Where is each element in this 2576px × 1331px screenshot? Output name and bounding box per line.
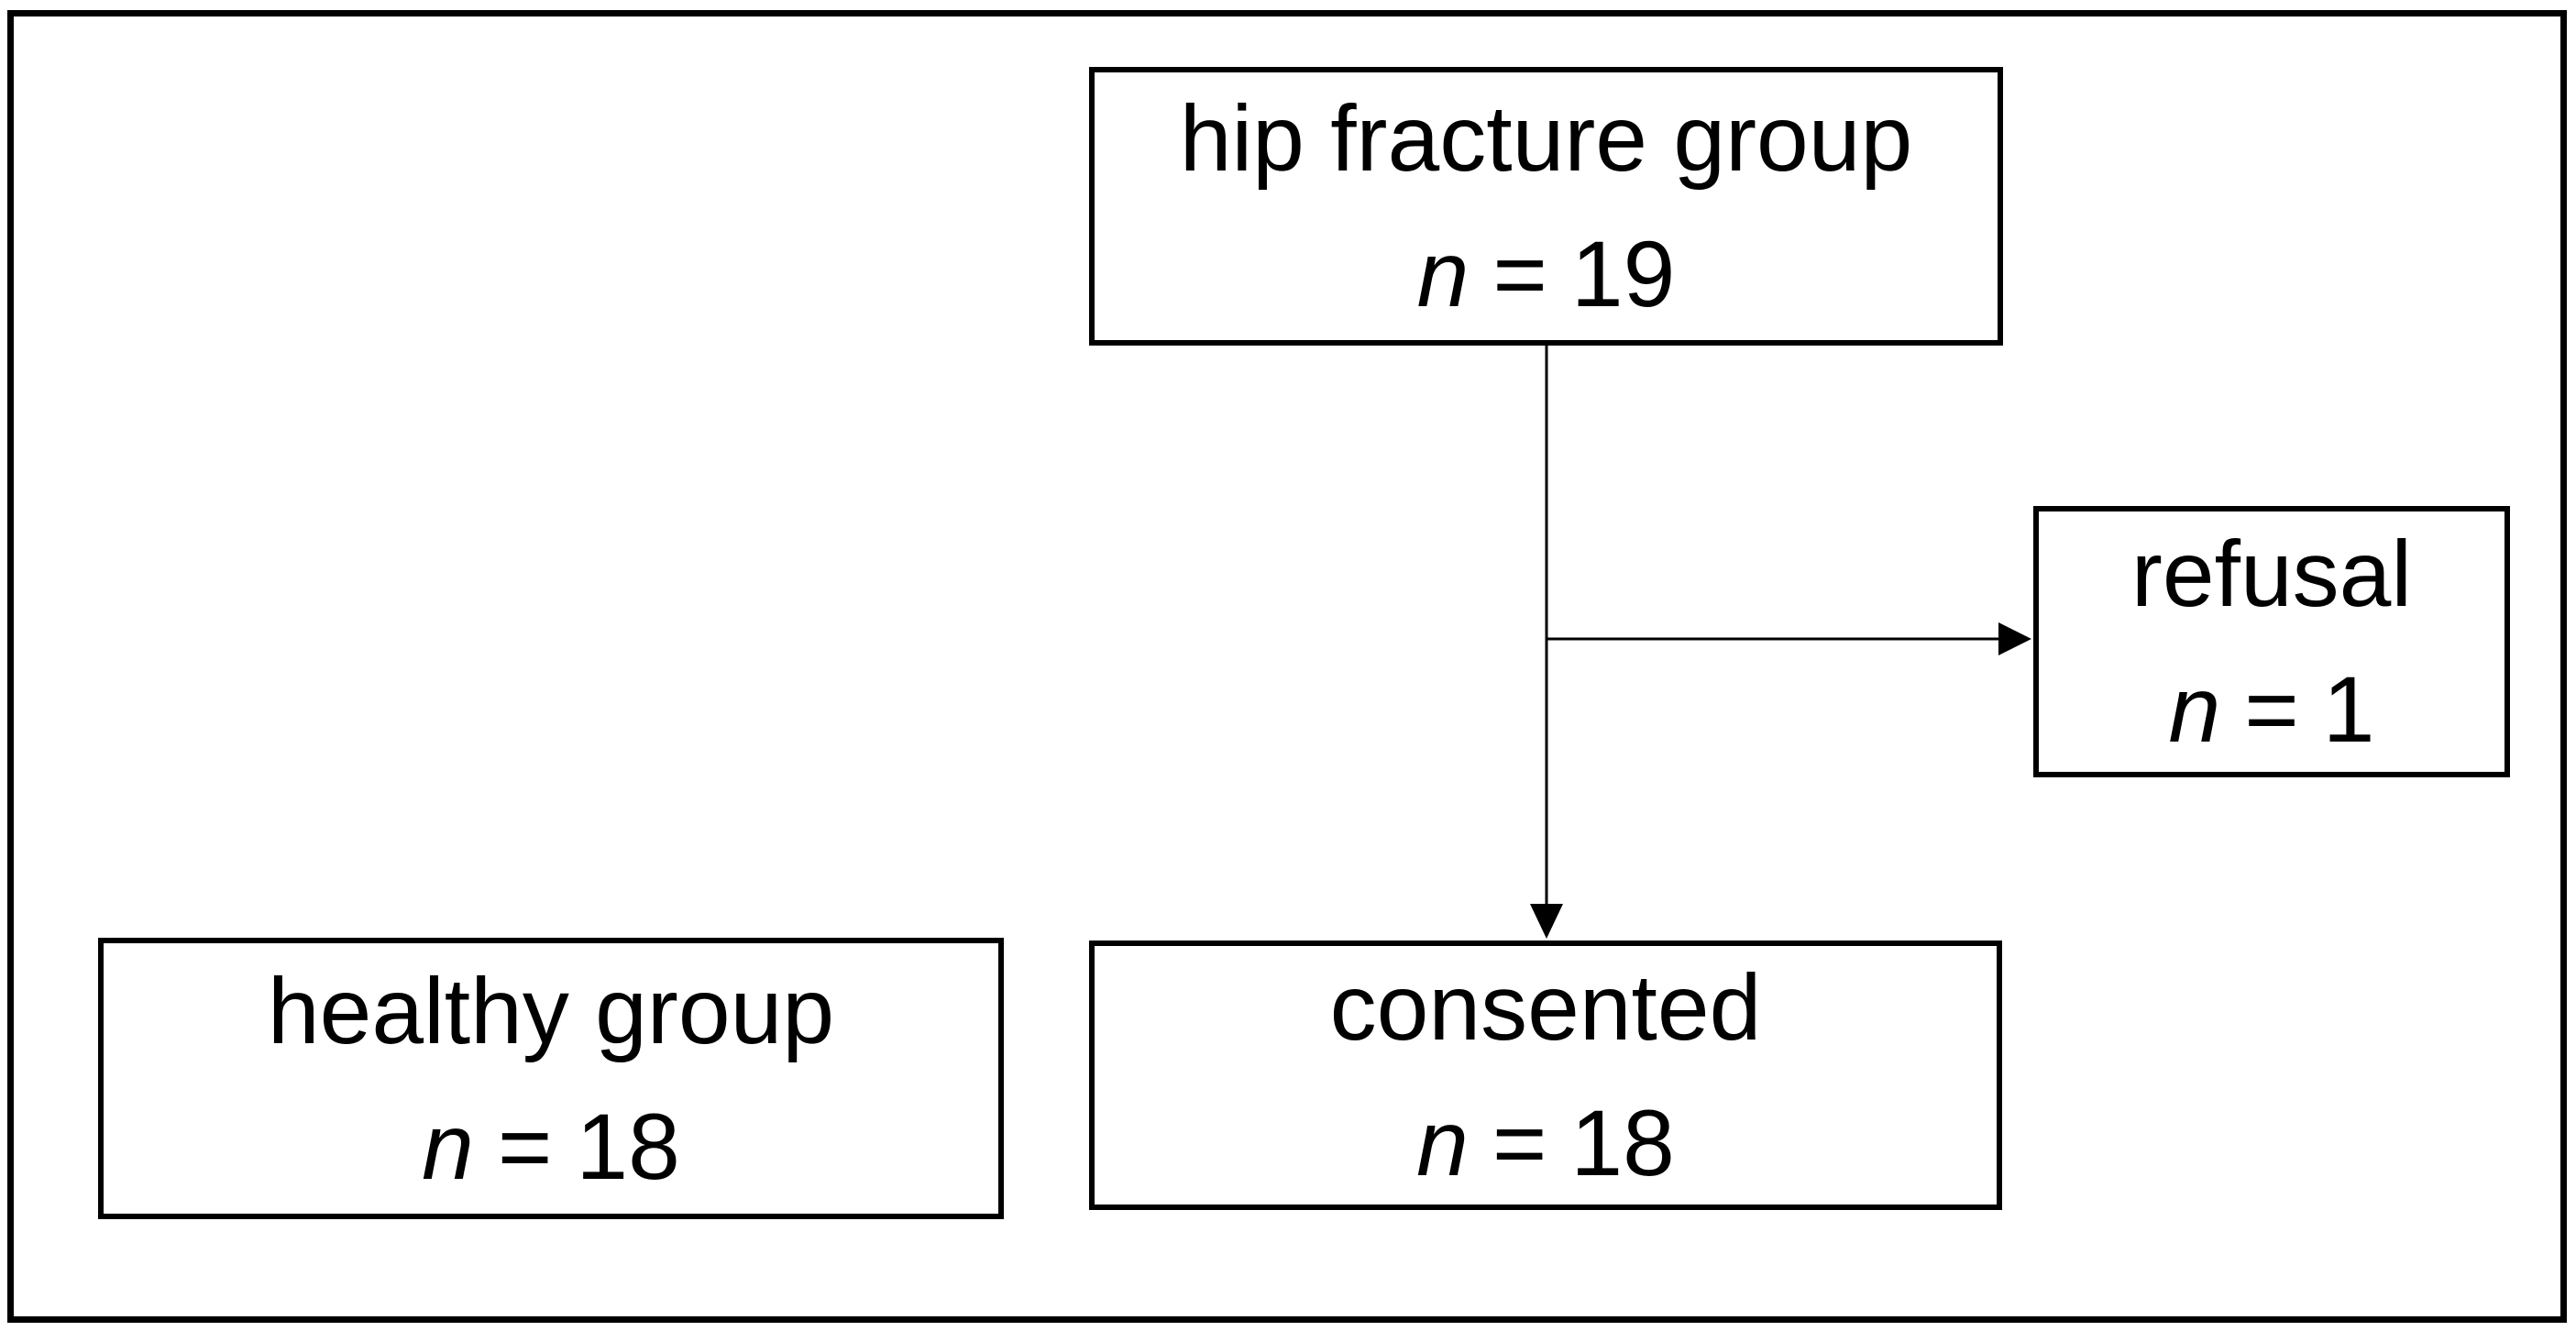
node-consented: consented n = 18 [1089, 940, 2002, 1210]
n-value: 18 [1570, 1091, 1675, 1195]
equals-sign: = [2244, 657, 2299, 762]
node-hip-fracture-group: hip fracture group n = 19 [1089, 67, 2003, 346]
node-count-line: n = 18 [422, 1079, 680, 1215]
n-variable: n [422, 1094, 474, 1199]
node-label: refusal [2130, 522, 2413, 626]
node-count-line: n = 18 [1416, 1075, 1675, 1211]
equals-sign: = [1492, 222, 1547, 326]
n-value: 1 [2322, 657, 2375, 762]
equals-sign: = [1492, 1091, 1547, 1195]
node-healthy-group: healthy group n = 18 [98, 938, 1004, 1219]
equals-sign: = [497, 1094, 553, 1199]
diagram-outer-frame [7, 10, 2567, 1323]
n-variable: n [1416, 1091, 1469, 1195]
node-label: hip fracture group [1179, 86, 1913, 191]
node-count-line: n = 1 [2168, 642, 2374, 777]
node-count-line: n = 19 [1417, 206, 1676, 342]
node-refusal: refusal n = 1 [2033, 506, 2510, 777]
node-label: healthy group [267, 958, 835, 1063]
n-variable: n [2168, 657, 2221, 762]
n-value: 19 [1570, 222, 1676, 326]
node-label: consented [1329, 955, 1762, 1060]
n-variable: n [1416, 222, 1470, 326]
n-value: 18 [576, 1094, 680, 1199]
